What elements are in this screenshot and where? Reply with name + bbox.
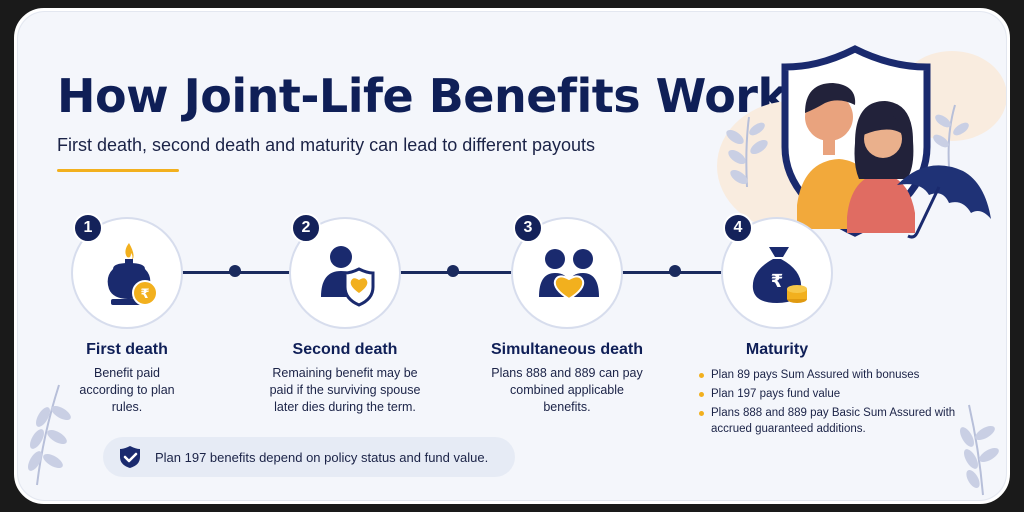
leaf-sprig-icon [960,404,999,496]
svg-text:₹: ₹ [771,271,784,292]
step-3-description: Plans 888 and 889 can pay combined appli… [491,366,643,414]
step-1-description: Benefit paid according to plan rules. [79,366,175,414]
infographic-card: How Joint-Life Benefits Work First death… [14,8,1010,504]
leaf-sprig-icon [28,384,71,486]
step-2-description: Remaining benefit may be paid if the sur… [269,366,421,414]
step-2-title: Second death [292,341,398,358]
money-bag-with-coins-icon: ₹ [752,247,807,303]
step-3-number: 3 [513,213,543,243]
svg-text:₹: ₹ [140,287,149,302]
list-item: Plan 197 pays fund value [697,386,987,402]
umbrella-icon [897,165,991,239]
step-1-number: 1 [73,213,103,243]
timeline-dot [229,265,241,277]
step-4-number: 4 [723,213,753,243]
step-4-title: Maturity [745,341,809,358]
list-item: Plan 89 pays Sum Assured with bonuses [697,367,987,383]
title-underline [57,169,179,172]
policy-note-text: Plan 197 benefits depend on policy statu… [155,449,489,465]
couple-shield-umbrella-illustration [726,45,991,239]
couple-with-heart-icon [539,249,599,301]
timeline-dot [447,265,459,277]
step-2-number: 2 [291,213,321,243]
policy-note: Plan 197 benefits depend on policy statu… [103,437,515,477]
timeline-dot [669,265,681,277]
urn-with-rupee-coin-icon: ₹ [107,243,158,306]
step-2-circle [289,217,401,329]
leaf-sprig-icon [726,116,768,188]
leaf-sprig-icon [933,104,969,168]
page-subtitle: First death, second death and maturity c… [57,135,595,155]
step-1-title: First death [86,341,168,358]
step-3-title: Simultaneous death [490,341,644,358]
shield-check-icon [120,446,140,468]
maturity-bullet-list: Plan 89 pays Sum Assured with bonuses Pl… [697,367,987,440]
person-with-heart-shield-icon [321,246,375,307]
page-title: How Joint-Life Benefits Work [57,69,788,123]
list-item: Plans 888 and 889 pay Basic Sum Assured … [697,405,987,437]
